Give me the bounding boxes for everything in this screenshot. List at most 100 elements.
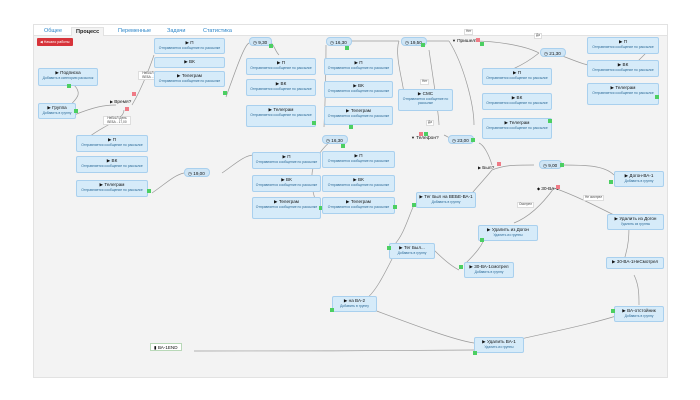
node-vk6[interactable]: ▶ ВК Отправляется сообщение по рассылке [322, 175, 395, 192]
output-port[interactable] [387, 246, 391, 250]
node-remove-dogon[interactable]: ▶ Удалить из Догон Удалить из группы [478, 225, 538, 241]
output-port[interactable] [74, 109, 78, 113]
triangle-icon: ▼ [411, 135, 417, 140]
node-tg7[interactable]: ▶ Телеграм Отправляется сообщение по рас… [482, 118, 552, 139]
node-sms[interactable]: ▶ СМС Отправляется сообщение по рассылке [398, 89, 453, 111]
node-tg1[interactable]: ▶ Телеграм Отправляется сообщение по рас… [154, 71, 225, 87]
tab-variables[interactable]: Переменные [118, 28, 152, 34]
output-port-red[interactable] [132, 92, 136, 96]
output-port[interactable] [341, 144, 345, 148]
node-p5[interactable]: ▶ П Отправляется сообщение по рассылке [324, 58, 393, 75]
stop-icon: ◀ [40, 40, 44, 44]
output-port[interactable] [459, 265, 463, 269]
node-va-watched[interactable]: ▶ 30-ВА-1смотрел Добавить в группу [464, 262, 514, 278]
output-port[interactable] [473, 351, 477, 355]
node-tg8[interactable]: ▶ Телеграм Отправляется сообщение по рас… [587, 83, 659, 105]
edge-label-during-day: НеБЫЛ День ВЕБА - 17,00 [103, 116, 131, 126]
node-va-otstoy[interactable]: ▶ ВА-отстойник Добавить в группу [614, 306, 664, 322]
timer-1900[interactable]: ◷ 19,00 [184, 168, 210, 177]
node-tg2[interactable]: ▶ Телеграм Отправляется сообщение по рас… [76, 180, 148, 197]
node-vk3[interactable]: ▶ ВК Отправляется сообщение по рассылке [246, 79, 316, 96]
node-tag-byl[interactable]: ▶ Тег Был... Добавить в группу [389, 243, 435, 259]
output-port[interactable] [147, 189, 151, 193]
condition-time[interactable]: ▶ Время? [110, 99, 132, 105]
node-remove-va1[interactable]: ▶ Удалить ВА-1 Удалить из группы [474, 337, 524, 353]
output-port[interactable] [330, 308, 334, 312]
timer-930[interactable]: ◷ 9,30 [249, 37, 273, 46]
node-p4[interactable]: ▶ П Отправляется сообщение по рассылке [252, 152, 321, 169]
node-p7[interactable]: ▶ П Отправляется сообщение по рассылке [482, 68, 552, 85]
condition-came[interactable]: ▼ Пришел? [452, 38, 478, 44]
output-port[interactable] [312, 121, 316, 125]
timer-900[interactable]: ◷ 9,00 [539, 160, 563, 169]
output-port[interactable] [67, 84, 71, 88]
output-port[interactable] [611, 309, 615, 313]
tab-general[interactable]: Общее [44, 28, 63, 34]
node-p6[interactable]: ▶ П Отправляется сообщение по рассылке [322, 151, 395, 168]
output-port[interactable] [269, 44, 273, 48]
output-port-red[interactable] [419, 132, 423, 136]
clock-icon: ◷ [405, 40, 411, 45]
start-block-button[interactable]: ◀ Начало работы [37, 38, 73, 46]
condition-telephone[interactable]: ▼ Телефон? [411, 135, 439, 141]
timer-2130[interactable]: ◷ 21,30 [540, 48, 566, 57]
edge-label-no: Нет [420, 79, 430, 85]
condition-va1[interactable]: ◆ 30-ВА-1 [537, 186, 559, 192]
output-port[interactable] [223, 91, 227, 95]
node-vk2[interactable]: ▶ ВК Отправляется сообщение по рассылке [76, 156, 148, 173]
node-remove-dogon-2[interactable]: ▶ Удалить из Догон Удалить из группы [607, 214, 664, 230]
output-port[interactable] [609, 180, 613, 184]
node-end[interactable]: ▮ ВА-1END [150, 343, 182, 351]
output-port[interactable] [480, 238, 484, 242]
node-p1[interactable]: ▶ П Отправляется сообщение по рассылке [154, 38, 225, 54]
clock-icon: ◷ [544, 51, 550, 56]
output-port-red[interactable] [497, 162, 501, 166]
output-port[interactable] [345, 46, 349, 50]
node-tg6[interactable]: ▶ Телеграм Отправляется сообщение по рас… [322, 197, 395, 214]
triangle-icon: ▶ [478, 165, 483, 170]
node-tg5[interactable]: ▶ Телеграм Отправляется сообщение по рас… [324, 106, 393, 125]
node-vk8[interactable]: ▶ ВК Отправляется сообщение по рассылке [587, 60, 659, 77]
condition-was[interactable]: ▶ Был? [478, 165, 495, 171]
node-vk7[interactable]: ▶ ВК Отправляется сообщение по рассылке [482, 93, 552, 110]
timer-2300[interactable]: ◷ 23,00 [448, 135, 474, 144]
node-na-va2[interactable]: ▶ на ВА-2 Добавить в группу [332, 296, 377, 312]
tab-tasks[interactable]: Задачи [167, 28, 186, 34]
output-port[interactable] [421, 43, 425, 47]
flag-icon: ▮ [154, 345, 158, 350]
output-port[interactable] [471, 138, 475, 142]
node-tg3[interactable]: ▶ Телеграм Отправляется сообщение по рас… [246, 105, 316, 127]
output-port[interactable] [412, 203, 416, 207]
tab-bar: Общее Процесс Переменные Задачи Статисти… [34, 25, 667, 36]
node-vk4[interactable]: ▶ ВК Отправляется сообщение по рассылке [252, 175, 321, 192]
node-tag-webinar[interactable]: ▶ Тег Был на ВЕБЕ-ВА-1 Добавить в группу [416, 192, 476, 208]
node-p3[interactable]: ▶ П Отправляется сообщение по рассылке [246, 58, 316, 75]
timer-1950[interactable]: ◷ 19,50 [401, 37, 427, 46]
output-port[interactable] [655, 95, 659, 99]
output-port[interactable] [560, 163, 564, 167]
timer-1630-bottom[interactable]: ◷ 16,30 [322, 135, 348, 144]
output-port[interactable] [424, 132, 428, 136]
output-port[interactable] [349, 125, 353, 129]
node-va-not-watched[interactable]: ▶ 30-ВА-1НеСмотрел [606, 257, 664, 269]
node-vk1[interactable]: ▶ ВК [154, 57, 225, 68]
node-p8[interactable]: ▶ П Отправляется сообщение по рассылке [587, 37, 659, 54]
output-port-red[interactable] [125, 107, 129, 111]
output-port[interactable] [548, 119, 552, 123]
timer-1630-top[interactable]: ◷ 16,30 [326, 37, 352, 46]
node-tg4[interactable]: ▶ Телеграм Отправляется сообщение по рас… [252, 197, 321, 219]
output-port[interactable] [393, 205, 397, 209]
node-group-add[interactable]: ▶ Группа Добавить в группу [38, 103, 76, 119]
output-port[interactable] [319, 206, 323, 210]
node-vk5[interactable]: ▶ ВК Отправляется сообщение по рассылке [324, 81, 393, 98]
edge-label-yes2: Да [534, 33, 542, 39]
output-port-red[interactable] [556, 185, 560, 189]
node-dogon[interactable]: ▶ Догон-ВА-1 Добавить в группу [614, 171, 664, 187]
tab-process[interactable]: Процесс [71, 27, 105, 36]
edge-label-watched: Смотрел [517, 202, 534, 208]
output-port-red[interactable] [476, 38, 480, 42]
edge-label-not-watched: Не смотрел [583, 195, 605, 201]
tab-statistics[interactable]: Статистика [203, 28, 232, 34]
node-p2[interactable]: ▶ П Отправляется сообщение по рассылке [76, 135, 148, 152]
output-port[interactable] [480, 42, 484, 46]
